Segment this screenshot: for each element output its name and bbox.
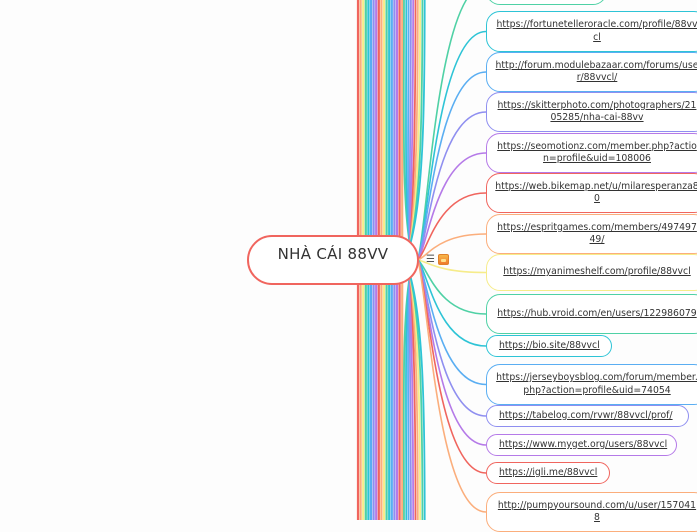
branch-node[interactable]: https://myanimeshelf.com/profile/88vvcl [486, 254, 697, 291]
branch-connector [417, 152, 487, 261]
menu-icon[interactable]: ☰ [426, 253, 435, 265]
branch-link[interactable]: https://seomotionz.com/member.php?action… [497, 140, 697, 165]
branch-link[interactable]: https://jerseyboysblog.com/forum/member.… [496, 372, 697, 396]
branch-link[interactable]: https://myanimeshelf.com/profile/88vvcl [503, 266, 691, 278]
branch-node[interactable]: https://fortunetelleroracle.com/profile/… [486, 11, 697, 52]
branch-link[interactable]: http://forum.modulebazaar.com/forums/use… [495, 59, 697, 84]
topic-controls: ☰ [426, 254, 449, 265]
branch-connector [417, 259, 487, 347]
branch-link[interactable]: https://www.myget.org/users/88vvcl [499, 438, 668, 450]
branch-connector [417, 192, 487, 261]
branch-node[interactable]: https://jerseyboysblog.com/forum/member.… [486, 364, 697, 405]
emoji-sticker-icon[interactable] [437, 254, 449, 265]
branch-link[interactable]: https://tabelog.com/rvwr/88vvcl/prof/ [499, 409, 673, 421]
branch-link[interactable]: http://pumpyoursound.com/u/user/1570418 [497, 499, 697, 524]
branch-connector [417, 259, 487, 474]
branch-node[interactable]: https://tabelog.com/rvwr/88vvcl/prof/ [486, 405, 689, 427]
branch-node[interactable]: https://igli.me/88vvcl [486, 462, 610, 484]
branch-connector [417, 111, 487, 261]
branch-node[interactable]: https://www.myget.org/users/88vvcl [486, 434, 677, 456]
bundle-line [409, 0, 426, 246]
branch-link[interactable]: https://web.bikemap.net/u/milaresperanza… [495, 180, 697, 205]
branch-connector [417, 30, 487, 261]
branch-node[interactable] [486, 0, 607, 5]
branch-link[interactable]: https://hub.vroid.com/en/users/122986079 [497, 307, 697, 319]
branch-node[interactable]: https://hub.vroid.com/en/users/122986079 [486, 294, 697, 334]
branch-link[interactable]: https://bio.site/88vvcl [499, 339, 600, 351]
branch-node[interactable]: https://espritgames.com/members/49749749… [486, 214, 697, 254]
branch-connector [417, 259, 487, 315]
branch-node[interactable]: https://seomotionz.com/member.php?action… [486, 133, 697, 173]
branch-connector [417, 259, 487, 513]
branch-node[interactable]: https://skitterphoto.com/photographers/2… [486, 92, 697, 132]
branch-connector [417, 259, 487, 446]
branch-connector [417, 233, 487, 261]
branch-node[interactable]: https://web.bikemap.net/u/milaresperanza… [486, 173, 697, 213]
branch-link[interactable]: https://fortunetelleroracle.com/profile/… [496, 19, 697, 43]
branch-node[interactable]: http://pumpyoursound.com/u/user/1570418 [486, 492, 697, 532]
branch-node[interactable]: http://forum.modulebazaar.com/forums/use… [486, 52, 697, 92]
central-topic[interactable]: NHÀ CÁI 88VV [247, 235, 419, 285]
branch-link[interactable]: https://skitterphoto.com/photographers/2… [497, 99, 697, 124]
central-topic-label: NHÀ CÁI 88VV [277, 245, 389, 263]
branch-connector [417, 259, 487, 274]
branch-link[interactable]: https://igli.me/88vvcl [499, 466, 598, 478]
bundle-line [409, 274, 426, 520]
branch-node[interactable]: https://bio.site/88vvcl [486, 335, 612, 357]
branch-link[interactable]: https://espritgames.com/members/49749749… [497, 221, 697, 246]
